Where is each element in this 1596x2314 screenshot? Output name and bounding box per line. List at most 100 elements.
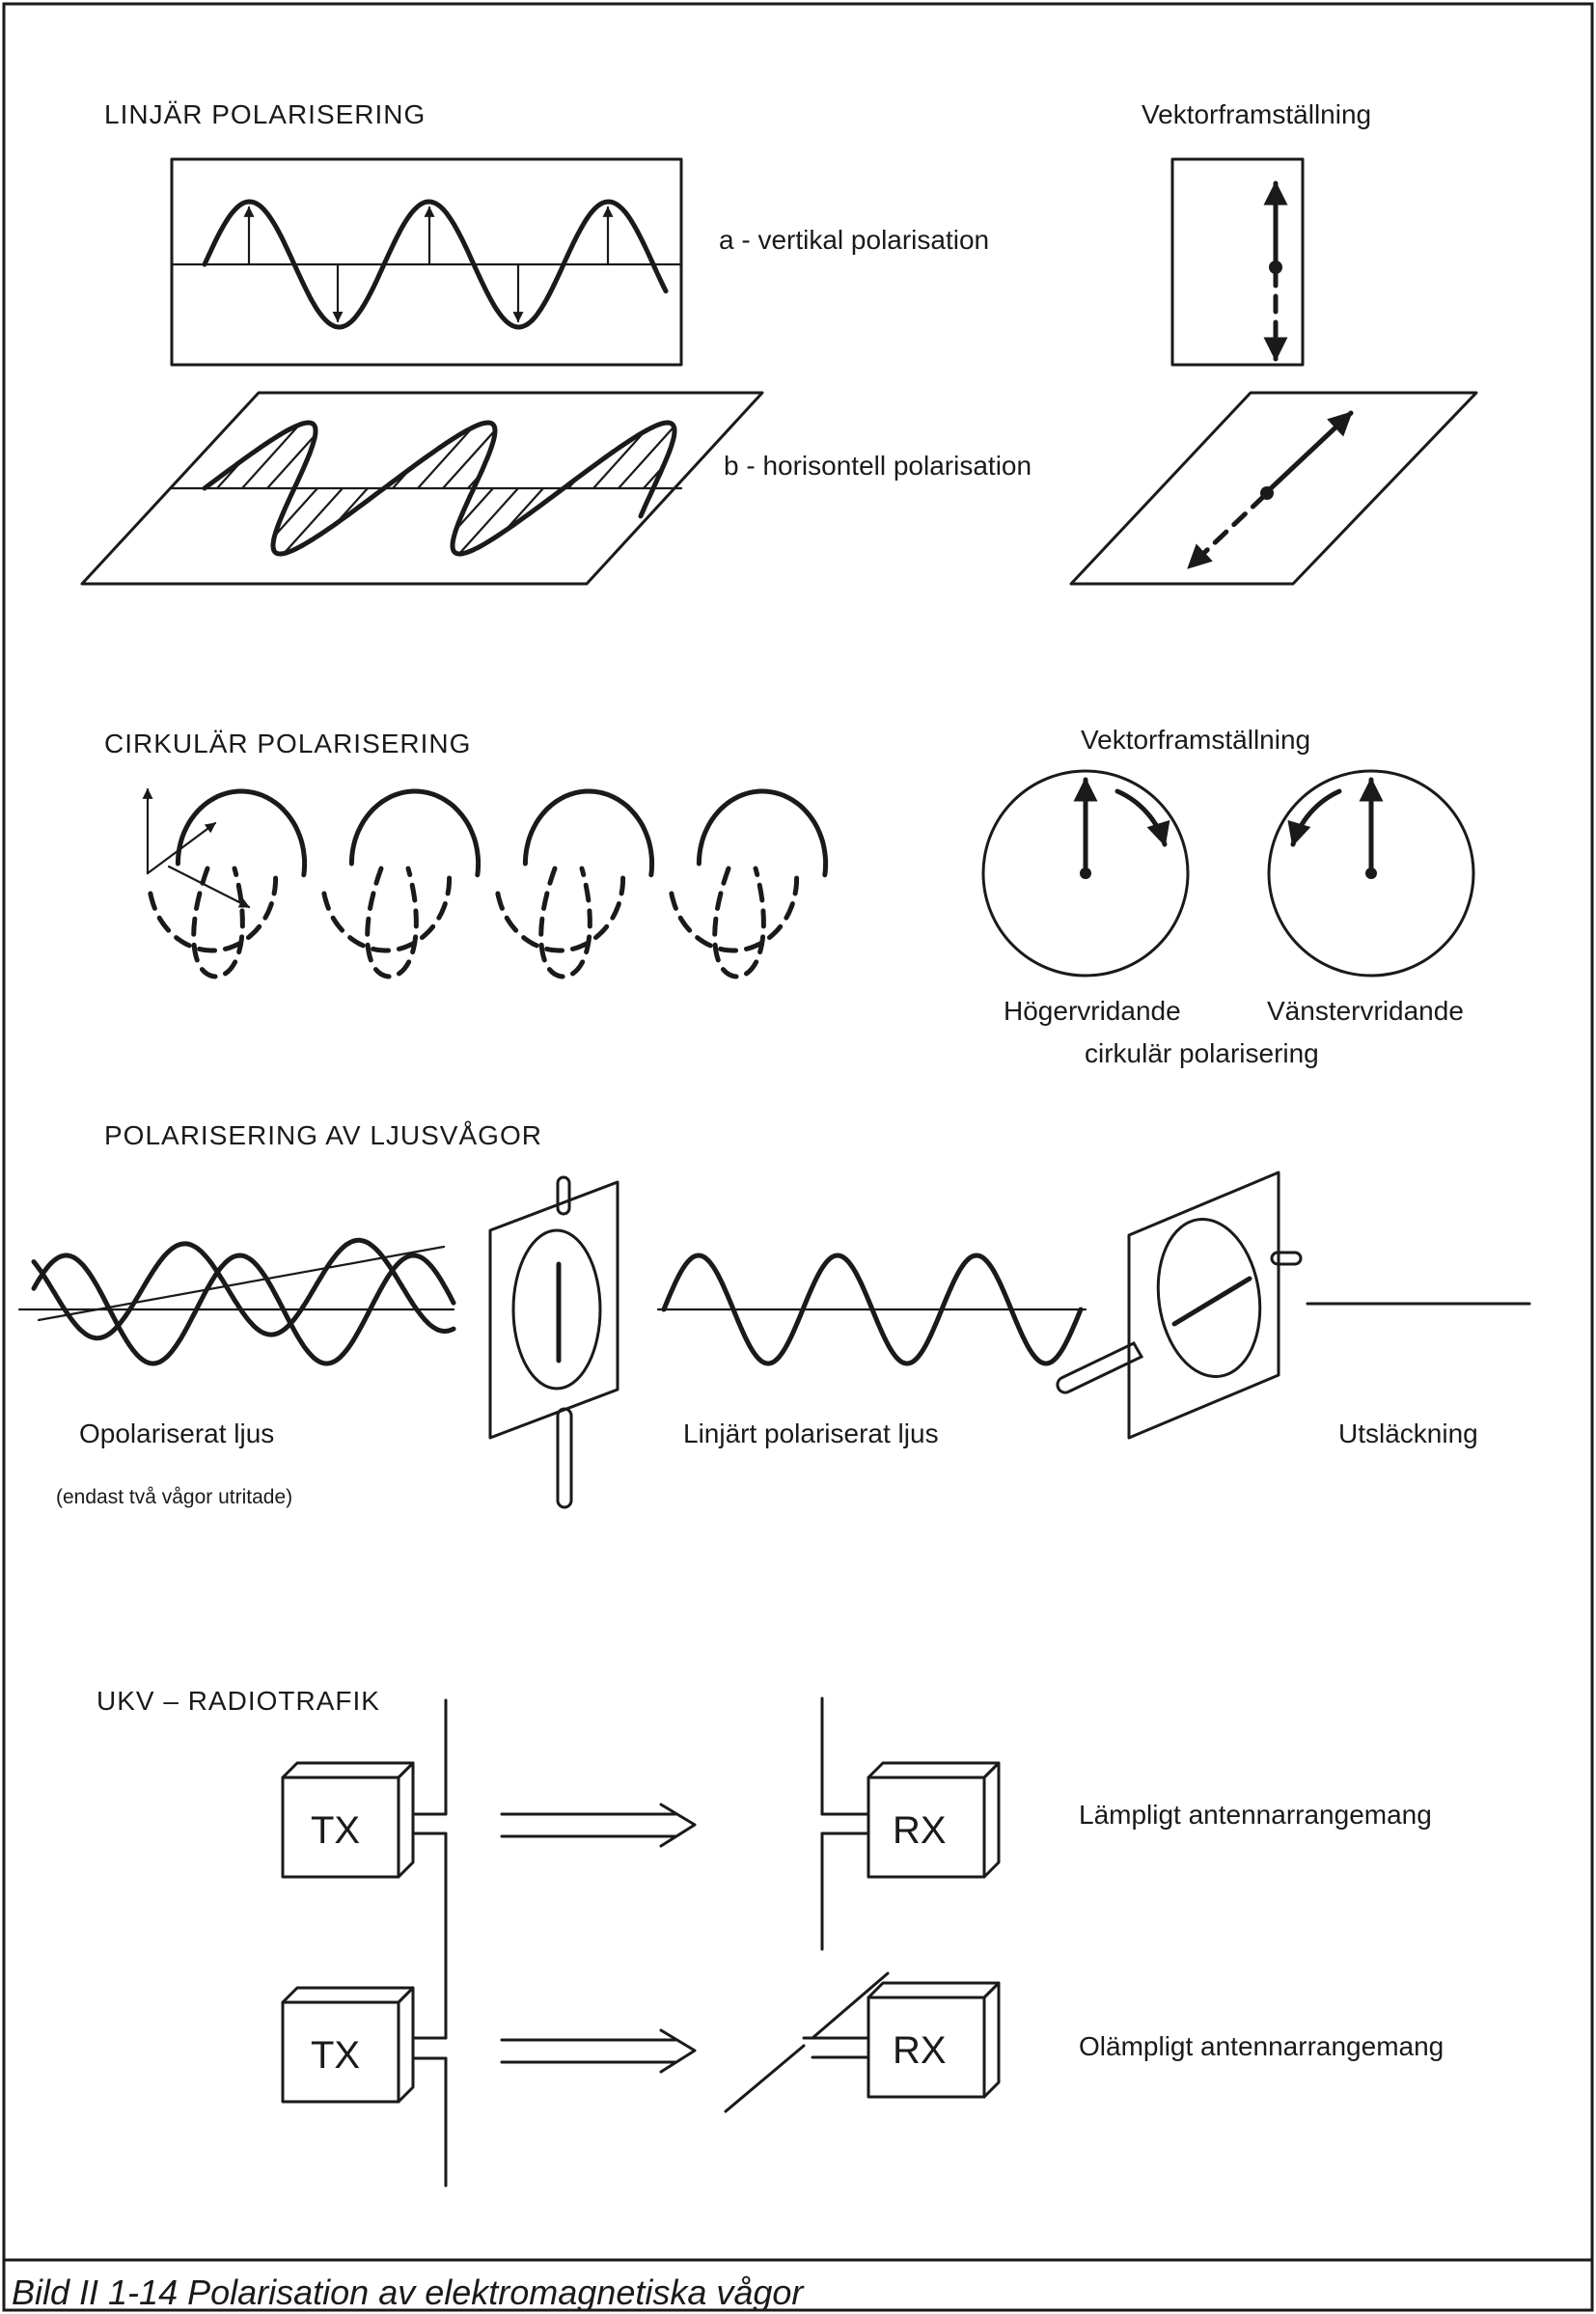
vertical-polarisation-diagram	[170, 157, 683, 367]
horizontal-polarisation-diagram	[80, 391, 764, 586]
horizontal-vector-arrow-forward	[1266, 410, 1354, 493]
field-vector-line	[566, 476, 580, 490]
horizontal-polarisation-label: b - horisontell polarisation	[724, 451, 1032, 481]
horizontal-polarizer-slot	[1156, 1217, 1262, 1379]
left-hand-origin	[1365, 868, 1377, 879]
helix-loop-base	[538, 866, 592, 979]
rx-box-unsuitable: RX	[867, 1981, 1001, 2099]
helix-loop-base	[191, 866, 245, 979]
horizontal-polarizer-frame	[1127, 1171, 1280, 1440]
horizontal-polarizer-filter	[1056, 1171, 1303, 1440]
linear-polarized-label: Linjärt polariserat ljus	[683, 1419, 939, 1448]
linear-polarized-wave	[661, 1253, 1084, 1366]
left-hand-circle	[1267, 769, 1475, 978]
vertical-field-arrows	[243, 206, 614, 323]
left-hand-vector-circle	[1267, 769, 1475, 978]
field-vector-line	[273, 486, 319, 537]
vertical-vector-origin	[1269, 261, 1282, 274]
field-vector-line	[466, 474, 482, 490]
field-vector-line	[642, 465, 665, 490]
right-hand-vector-circle	[981, 769, 1190, 978]
field-vector-line	[240, 424, 301, 490]
horizontal-vector-origin	[1260, 486, 1274, 500]
helix-front-arc	[348, 788, 482, 878]
helix-front-arc	[175, 788, 308, 878]
helix-front-arc	[522, 788, 655, 878]
vertical-polarizer-filter	[488, 1175, 619, 1509]
helix-front-arc	[696, 788, 829, 878]
circular-vector-title: Vektorframställning	[1081, 725, 1310, 755]
horizontal-field-lines	[215, 424, 675, 556]
extinction-label: Utsläckning	[1338, 1419, 1478, 1448]
suitable-label: Lämpligt antennarrangemang	[1079, 1800, 1432, 1830]
unpolarized-label: Opolariserat ljus	[79, 1419, 274, 1448]
helix-back-arc	[147, 875, 279, 953]
suitable-arrangement: TX RX	[281, 1696, 1001, 1963]
linearly-polarized-light-diagram	[656, 1253, 1087, 1366]
field-vector-line	[504, 486, 545, 533]
unpolarized-wave-1	[31, 1253, 456, 1366]
circular-section-title: CIRKULÄR POLARISERING	[104, 729, 471, 758]
unpolarized-wave-2	[31, 1237, 456, 1341]
field-vector-line	[592, 430, 647, 490]
figure-caption: Bild II 1-14 Polarisation av elektromagn…	[12, 2273, 805, 2312]
ukv-section-title: UKV – RADIOTRAFIK	[96, 1686, 380, 1716]
horizontal-wave	[202, 420, 677, 557]
field-vector-line	[457, 486, 520, 556]
circular-common-label: cirkulär polarisering	[1085, 1038, 1319, 1068]
horizontal-vector-diagram	[1069, 391, 1478, 586]
helix-turns	[147, 788, 829, 979]
light-section-title: POLARISERING AV LJUSVÅGOR	[104, 1120, 542, 1150]
unpolarized-note: (endast två vågor utritade)	[56, 1486, 292, 1508]
right-hand-label: Högervridande	[1004, 996, 1181, 1026]
horizontal-vector-plane	[1069, 391, 1478, 586]
vertical-polarisation-frame	[170, 157, 683, 367]
helix-back-arc	[320, 875, 453, 953]
helix-loop-base	[712, 866, 766, 979]
left-hand-label: Vänstervridande	[1267, 996, 1464, 1026]
horizontal-polarizer-rod-right	[1270, 1251, 1303, 1266]
linear-section-title: LINJÄR POLARISERING	[104, 99, 426, 129]
vertical-vector-diagram	[1170, 157, 1305, 367]
vertical-vector-frame	[1170, 157, 1305, 367]
right-hand-circle	[981, 769, 1190, 978]
unpolarized-light-diagram	[17, 1237, 456, 1366]
helix-back-arc	[494, 875, 626, 953]
transmission-arrow-unsuitable	[500, 2028, 697, 2074]
vertical-polarizer-rod-top	[556, 1175, 571, 1216]
circular-helix-diagram	[142, 787, 829, 979]
helix-back-arc	[668, 875, 800, 953]
field-vector-line	[265, 433, 316, 490]
horizontal-polarisation-plane	[80, 391, 764, 586]
unsuitable-arrangement: TX RX	[281, 1950, 1001, 2188]
transmission-arrow-suitable	[500, 1803, 697, 1848]
vertical-polarizer-frame	[488, 1180, 619, 1440]
field-vector-line	[416, 426, 474, 490]
field-vector-line	[283, 486, 344, 555]
horizontal-polarizer-rod-left	[1056, 1341, 1144, 1394]
field-vector-line	[215, 458, 244, 490]
rx-label-unsuitable: RX	[893, 2029, 947, 2072]
counterclockwise-rotation-arrow	[1287, 788, 1342, 847]
field-vector-line	[290, 482, 298, 490]
tx-label-suitable: TX	[311, 1809, 360, 1852]
rx-box-suitable: RX	[867, 1761, 1001, 1879]
field-vector-line	[391, 467, 412, 490]
rx-antenna-horizontal	[724, 2044, 806, 2113]
field-vector-line	[441, 428, 497, 490]
tx-box-unsuitable: TX	[281, 1986, 415, 2104]
field-vector-line	[334, 486, 370, 526]
tx-label-unsuitable: TX	[311, 2034, 360, 2077]
rx-label-suitable: RX	[893, 1809, 947, 1852]
unsuitable-label: Olämpligt antennarrangemang	[1079, 2031, 1444, 2061]
linear-vector-title: Vektorframställning	[1142, 99, 1371, 129]
right-hand-origin	[1080, 868, 1091, 879]
vertical-wave	[202, 199, 669, 330]
helix-loop-base	[365, 866, 419, 979]
vertical-polarizer-rod-bottom	[556, 1407, 573, 1509]
horizontal-vector-arrow-back	[1186, 493, 1267, 570]
vertical-polarisation-label: a - vertikal polarisation	[719, 225, 989, 255]
tx-box-suitable: TX	[281, 1761, 415, 1879]
